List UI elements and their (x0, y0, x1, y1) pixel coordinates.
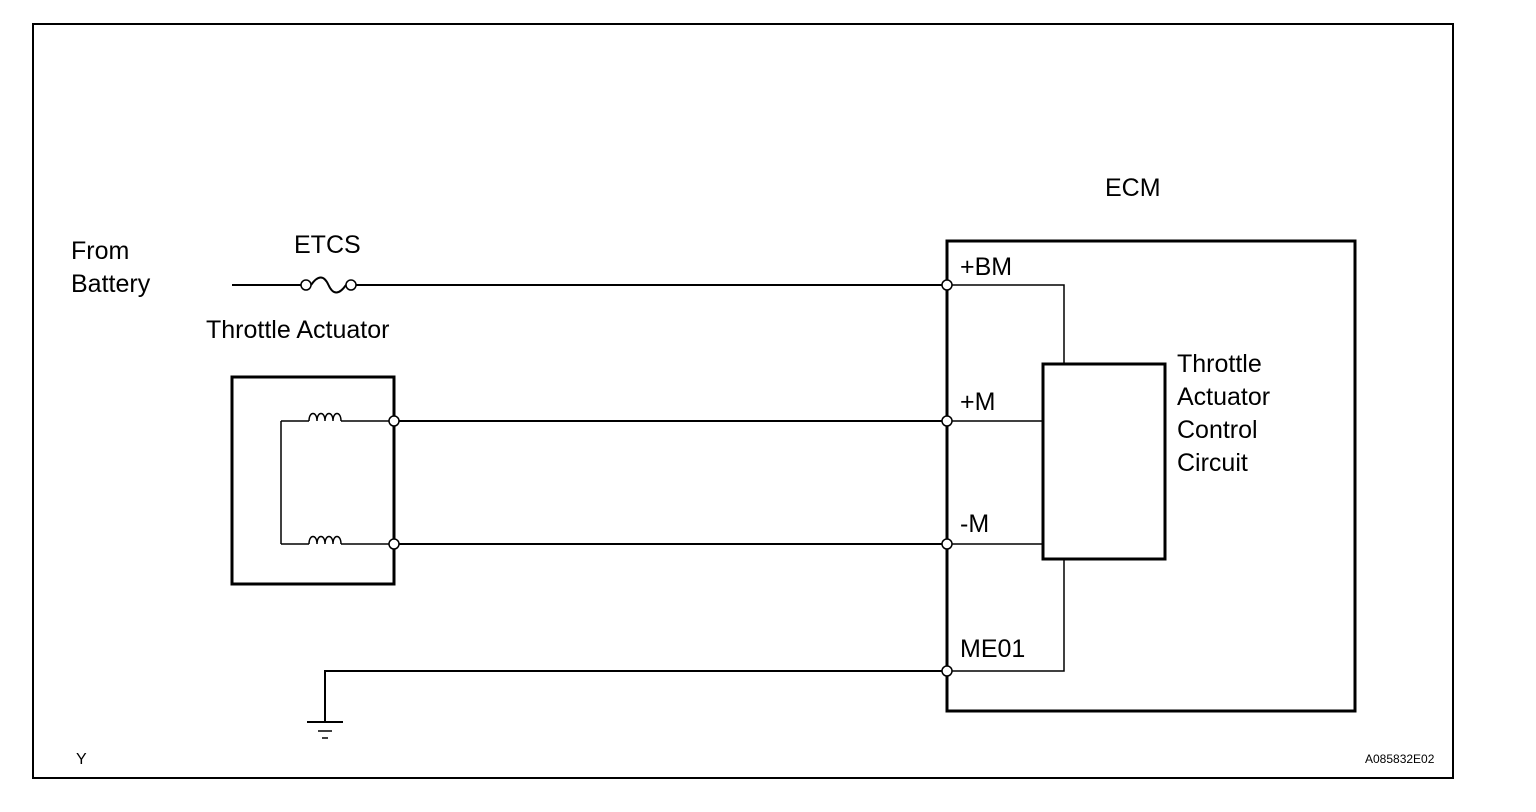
fuse-symbol (300, 276, 357, 294)
ecm-box (945, 239, 1357, 713)
terminal-bm-label: +BM (960, 253, 1012, 281)
actuator-node-bottom (388, 538, 400, 550)
motor-coil-top (281, 412, 394, 422)
terminal-node-pm (941, 415, 953, 427)
throttle-actuator-box (230, 375, 396, 586)
figure-code: A085832E02 (1365, 752, 1435, 766)
terminal-mm-label: -M (960, 510, 989, 538)
terminal-me01-label: ME01 (960, 635, 1025, 663)
ecm-internal-me01-wire (947, 559, 1065, 672)
control-circuit-label-2: Actuator (1177, 383, 1270, 411)
terminal-pm-label: +M (960, 388, 995, 416)
ground-icon (307, 721, 343, 739)
ground-wire (324, 670, 947, 722)
throttle-actuator-label: Throttle Actuator (206, 316, 389, 344)
from-battery-label-1: From (71, 237, 129, 265)
corner-label-y: Y (76, 751, 87, 768)
control-circuit-label-4: Circuit (1177, 449, 1248, 477)
terminal-node-mm (941, 538, 953, 550)
diagram-frame (32, 23, 1454, 779)
ecm-internal-bm-wire (947, 284, 1065, 364)
terminal-node-bm (941, 279, 953, 291)
fuse-label: ETCS (294, 231, 361, 259)
motor-coil-bottom (281, 535, 394, 545)
from-battery-label-2: Battery (71, 270, 151, 298)
ecm-label: ECM (1105, 174, 1161, 202)
actuator-node-top (388, 415, 400, 427)
control-circuit-label-3: Control (1177, 416, 1258, 444)
terminal-node-me01 (941, 665, 953, 677)
control-circuit-box (1041, 362, 1167, 561)
control-circuit-label-1: Throttle (1177, 350, 1262, 378)
